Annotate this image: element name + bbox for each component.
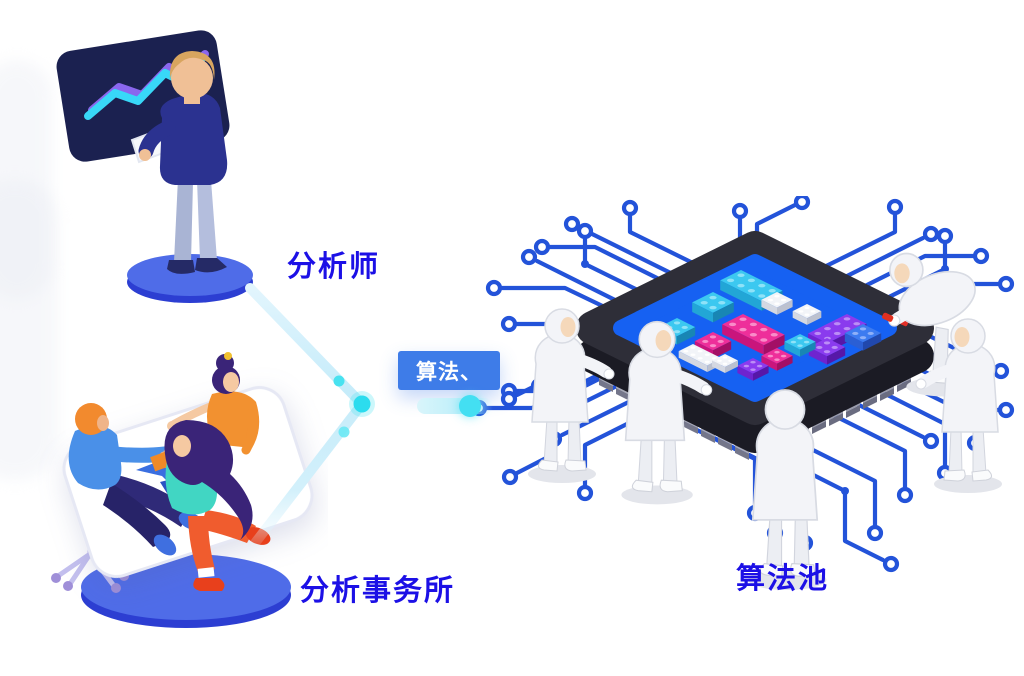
table [62, 386, 314, 578]
red-tool [899, 305, 915, 327]
engineer-figure [528, 309, 614, 483]
cleanroom-workers [528, 254, 1002, 591]
engineer-figure [881, 254, 985, 397]
ghost-figure [0, 60, 52, 300]
engineer-figure [916, 319, 1002, 493]
algorithm-pool-label: 算法池 [736, 563, 830, 595]
circuit-traces [470, 196, 1015, 573]
chip-pins [599, 364, 911, 460]
trend-chart-icon [84, 50, 209, 120]
ghost-figure [0, 180, 58, 480]
chart-board [56, 30, 230, 162]
algorithm-pill: 算法、 [398, 351, 500, 390]
engineer-figure [747, 389, 828, 591]
analyst-illustration [56, 30, 253, 303]
engineer-figure [621, 322, 711, 505]
slider-knob [459, 395, 481, 417]
analyst-label: 分析师 [287, 251, 381, 283]
platform-ellipse [81, 554, 291, 628]
firm-label: 分析事务所 [300, 575, 456, 607]
paper-plane-icon [136, 446, 198, 498]
seated-man-figure [68, 403, 204, 556]
platform-ellipse [127, 254, 253, 303]
cpu-chip [576, 231, 934, 453]
running-woman-figure [150, 420, 271, 591]
analysis-firm-illustration [51, 352, 314, 628]
algorithm-pool-illustration [470, 196, 1015, 591]
analyst-figure [130, 51, 228, 274]
office-chair [51, 475, 129, 593]
progress-slider [417, 395, 493, 417]
algorithm-pill-label: 算法、 [416, 360, 482, 384]
connector-dots [333, 375, 375, 438]
algorithm-blocks [658, 270, 882, 381]
standing-woman-figure [167, 352, 260, 455]
